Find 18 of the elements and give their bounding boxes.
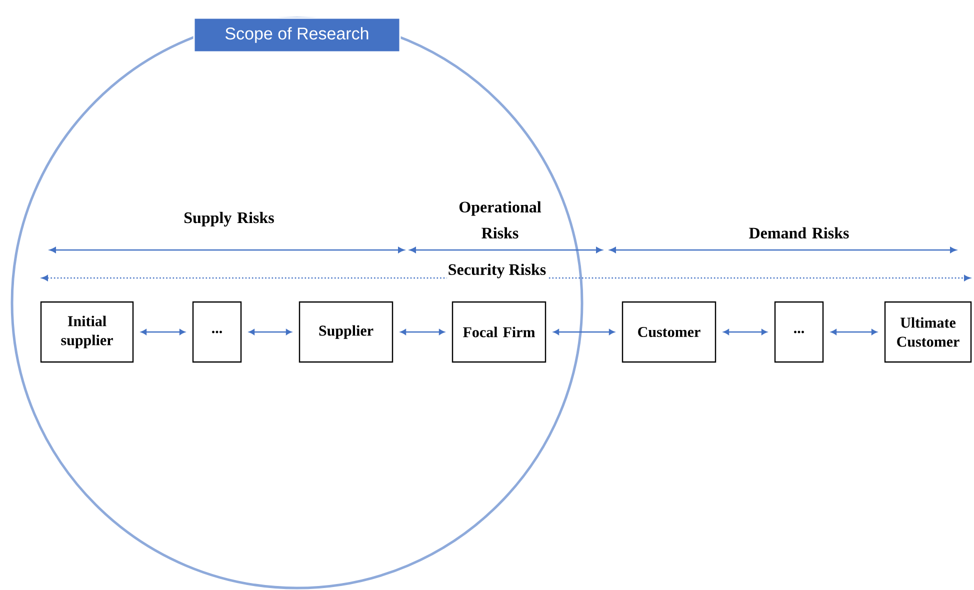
arrow [554,329,614,335]
entity-box: ... [192,301,242,363]
entity-box: Focal Firm [452,301,546,363]
arrow [724,329,767,335]
arrow [141,329,185,335]
risk-label: Operational Risks [459,201,542,238]
entity-box: Ultimate Customer [884,301,972,363]
entity-box: Supplier [298,301,394,363]
entity-box: ... [774,301,824,363]
risk-label: Demand Risks [749,227,849,238]
entity-box: Initial supplier [40,301,134,363]
heading-box: Scope of Research [193,17,401,53]
arrow [831,329,877,335]
entity-box: Customer [622,301,716,363]
arrow [249,329,292,335]
risk-label: Supply Risks [184,212,274,226]
risk-label: Security Risks [446,262,548,280]
arrow [400,329,444,335]
